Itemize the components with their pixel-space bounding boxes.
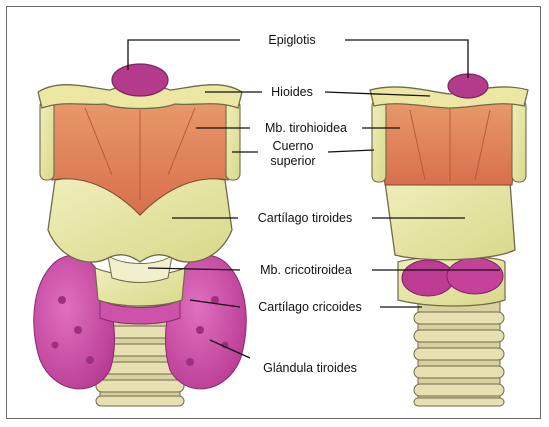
label-hioides: Hioides (271, 85, 313, 99)
thyrohyoid-membrane-posterior (378, 102, 520, 185)
label-cartilago-cricoides: Cartílago cricoides (258, 300, 362, 314)
label-mb-cricotiroidea: Mb. cricotiroidea (260, 263, 352, 277)
label-glandula-tiroides: Glándula tiroides (263, 361, 357, 375)
leader-cuerno-right (328, 150, 374, 152)
posterior-muscle-right (447, 258, 503, 294)
label-epiglotis: Epiglotis (268, 33, 315, 47)
superior-horn-left (40, 100, 54, 180)
leader-epiglotis-right (345, 40, 468, 78)
posterior-view (370, 74, 528, 406)
superior-horn-right (226, 100, 240, 180)
epiglottis-anterior (112, 64, 168, 96)
labels: Epiglotis Hioides Mb. tirohioidea Cuerno… (258, 33, 362, 375)
posterior-muscle-left (402, 260, 454, 296)
thyroid-cartilage-posterior (385, 182, 515, 260)
trachea-posterior (414, 300, 504, 406)
label-cuerno: Cuerno (273, 139, 314, 153)
anterior-view (34, 64, 246, 406)
superior-horn-posterior-left (372, 100, 386, 182)
superior-horn-posterior-right (512, 100, 526, 182)
label-superior: superior (270, 154, 315, 168)
label-mb-tirohioidea: Mb. tirohioidea (265, 121, 347, 135)
label-cartilago-tiroides: Cartílago tiroides (258, 211, 353, 225)
